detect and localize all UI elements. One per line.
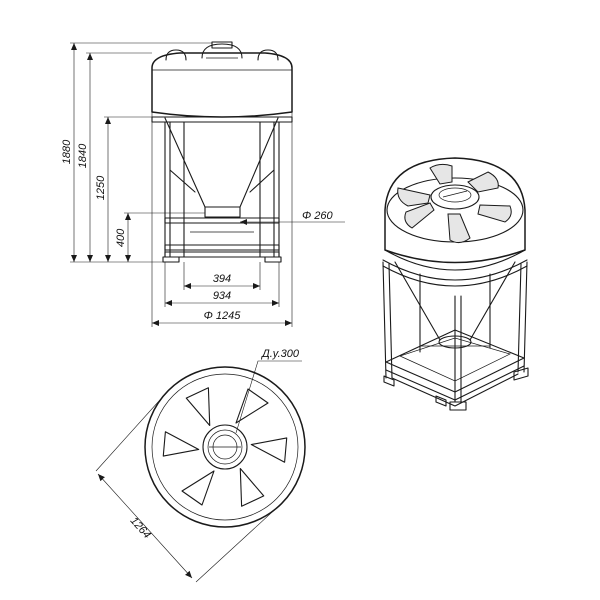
iso-lid-ribs [397,163,512,244]
iso-rib-3 [467,171,499,193]
iso-rib-5 [447,213,471,244]
isometric-view [382,157,529,411]
iso-rib-6 [404,202,435,229]
iso-frame-ring-front [382,259,528,281]
dim-label-394: 394 [213,273,231,285]
top-plan-view: Д.у.300 1264 [95,348,306,583]
iso-foot-right [513,367,529,381]
lid-cap [211,41,233,49]
dim-label-400: 400 [115,228,127,247]
frame-base-rail [164,251,280,258]
leader-du300 [235,360,302,434]
iso-leg-front-left-a [382,261,387,379]
iso-frame-ring-lower [382,265,528,287]
dim-label-260: Φ 260 [302,210,333,222]
lid-bump-left [165,49,187,61]
dim-label-1840: 1840 [77,143,89,168]
rib-2 [250,437,288,463]
front-elevation-view: 1880 1840 1250 400 Φ 260 394 934 Φ 1245 [61,41,345,327]
iso-rib-4 [477,204,512,223]
dim-line-1264 [97,473,193,579]
frame-low-rail [164,244,280,251]
iso-base-inner [399,337,511,382]
ext-1264-upper [95,390,169,472]
iso-tank-rim [384,249,526,271]
foot-right [264,256,282,263]
dim-label-934: 934 [213,290,231,302]
outlet-pipe [204,206,241,218]
lid-ribs [162,387,288,507]
hatch-outer [202,424,248,470]
dim-label-1250: 1250 [95,175,107,200]
tank-inner-circle [151,373,299,521]
foot-left [162,256,180,263]
iso-tank-body [384,157,526,264]
iso-hatch-lid [438,187,472,203]
dim-label-1245: Φ 1245 [204,310,242,322]
iso-leg-right-b [517,263,522,373]
iso-rib-1 [397,187,431,207]
iso-foot-front [449,401,467,411]
iso-rib-2 [429,163,453,185]
iso-hatch [430,184,480,210]
iso-hatch-handle [442,190,468,198]
rib-5 [162,431,200,457]
dim-label-du300: Д.у.300 [260,348,300,360]
brace-right [249,169,275,193]
rib-6 [185,387,211,427]
lid-dome [201,43,243,59]
frame-mid-rail [164,217,280,224]
iso-base-lower [391,373,519,407]
dim-label-1880: 1880 [61,139,73,164]
brace-left [169,169,196,193]
iso-base-upper-edge [385,365,525,401]
iso-foot-front-inner [435,395,447,407]
dim-label-1264: 1264 [128,515,153,541]
iso-hopper-cone [394,261,516,341]
tank-outer-circle [144,366,306,528]
rib-3 [239,467,265,507]
iso-leg-right-a [523,261,528,373]
tank-body [151,52,293,118]
lid-bump-right [257,49,279,61]
hatch-inner [207,429,243,465]
rib-4 [181,470,215,506]
ext-1264-lower [195,502,283,583]
hopper-cone [164,117,279,208]
iso-base-upper [385,329,525,393]
rib-1 [235,388,269,424]
iso-foot-left [383,375,395,387]
